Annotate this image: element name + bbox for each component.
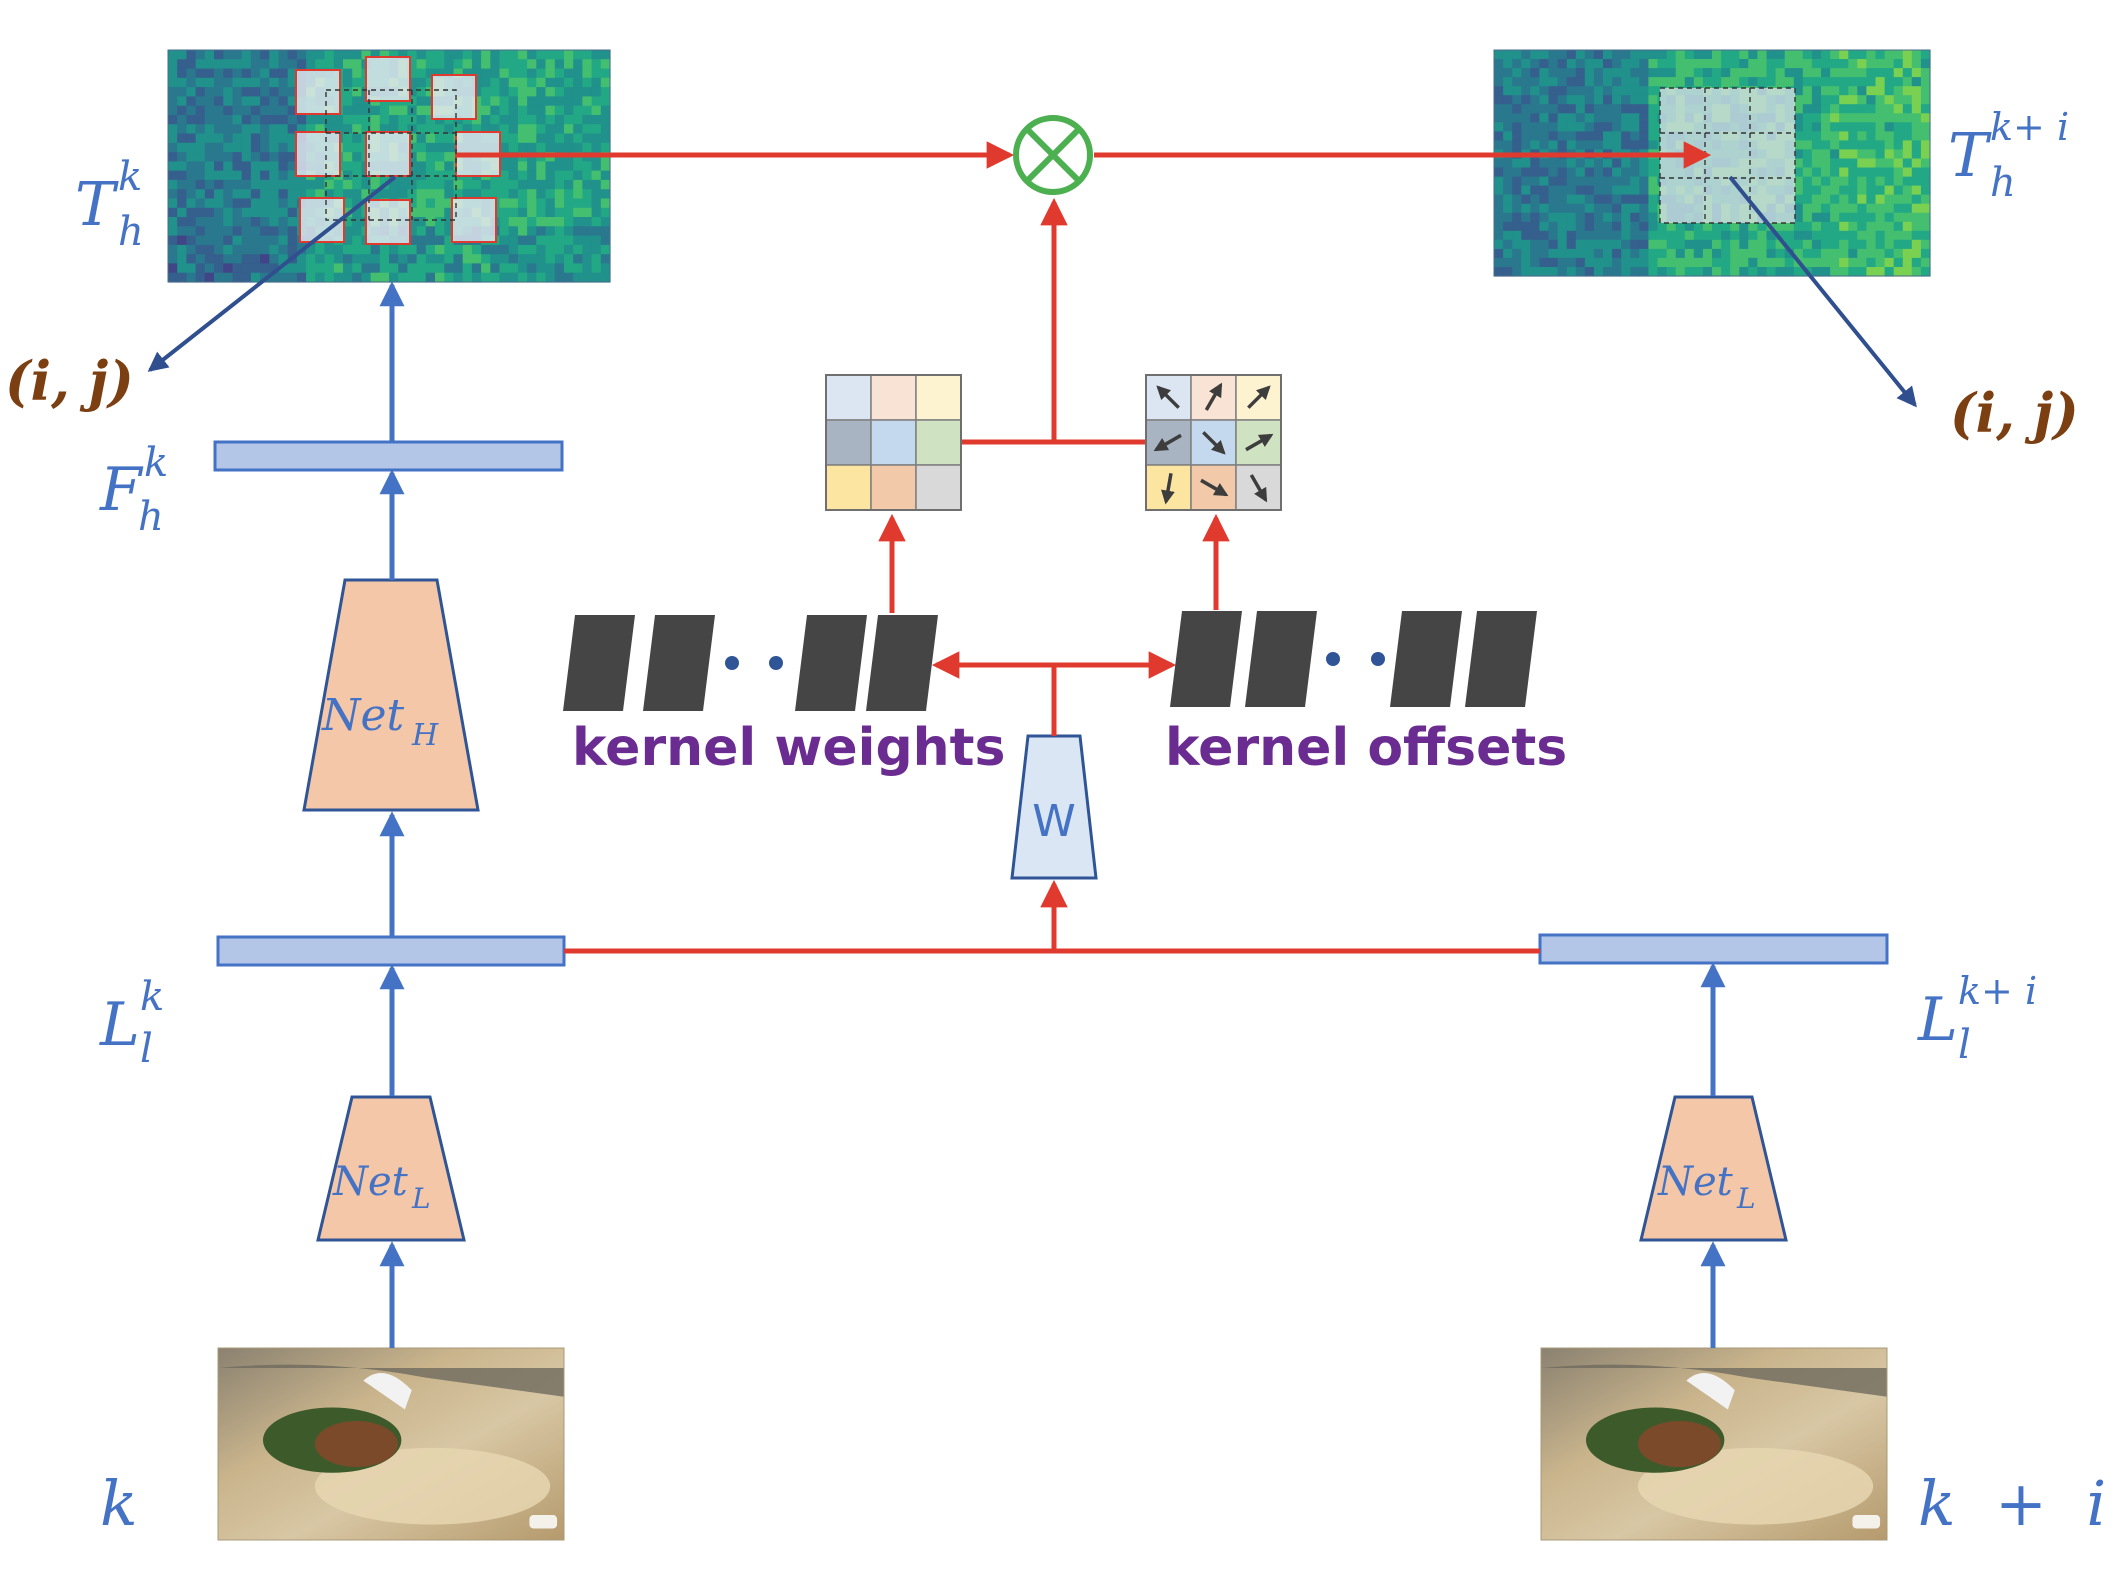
svg-text:h: h bbox=[138, 494, 164, 540]
svg-text:L: L bbox=[1736, 1182, 1756, 1215]
kernel-weights-label: kernel weights bbox=[572, 718, 1006, 778]
pointer-arrow-left bbox=[147, 175, 397, 372]
circled-times-icon bbox=[1013, 115, 1093, 195]
svg-text:L: L bbox=[99, 990, 140, 1060]
input-frame-k-plus-i bbox=[1540, 1347, 1888, 1541]
svg-text:k: k bbox=[140, 974, 164, 1020]
svg-text:l: l bbox=[140, 1026, 153, 1072]
svg-text:Net: Net bbox=[332, 1159, 409, 1205]
svg-text:Net: Net bbox=[1657, 1159, 1734, 1205]
kernel-weight-blocks bbox=[563, 615, 938, 711]
pointer-arrow-right bbox=[1728, 175, 1917, 408]
label-frame-k: k bbox=[100, 1467, 138, 1540]
svg-text:k: k bbox=[118, 154, 142, 200]
deformable-sampling-grid bbox=[295, 56, 501, 245]
label-t-k-plus-i: T h k+ i bbox=[1948, 105, 2069, 206]
label-frame-k-plus-i: k + i bbox=[1918, 1467, 2106, 1540]
label-ij-right: (i, j) bbox=[1950, 381, 2079, 445]
feature-bar-f-k bbox=[213, 440, 564, 472]
label-f-k: F h k bbox=[99, 440, 168, 540]
kernel-weight-grid bbox=[825, 374, 962, 511]
svg-text:k+ i: k+ i bbox=[1990, 105, 2069, 149]
svg-text:h: h bbox=[1990, 160, 2016, 206]
net-l-left-block: Net L bbox=[316, 1095, 466, 1242]
svg-text:h: h bbox=[118, 209, 144, 255]
label-ij-left: (i, j) bbox=[5, 349, 134, 413]
kernel-offset-blocks bbox=[1170, 611, 1537, 707]
svg-text:Net: Net bbox=[321, 690, 405, 741]
svg-text:L: L bbox=[1917, 985, 1958, 1055]
net-l-right-block: Net L bbox=[1639, 1095, 1788, 1242]
net-h-block: Net H bbox=[302, 578, 480, 812]
svg-text:L: L bbox=[411, 1182, 431, 1215]
w-block: W bbox=[1010, 734, 1098, 880]
input-frame-k bbox=[217, 1347, 565, 1541]
label-l-k: L l k bbox=[99, 974, 164, 1072]
svg-text:H: H bbox=[411, 718, 439, 753]
svg-text:T: T bbox=[75, 170, 119, 240]
kernel-offset-grid bbox=[1145, 374, 1282, 511]
svg-text:F: F bbox=[99, 455, 144, 525]
svg-text:W: W bbox=[1032, 796, 1076, 847]
svg-text:k: k bbox=[144, 440, 168, 486]
svg-text:l: l bbox=[1958, 1022, 1971, 1068]
svg-text:T: T bbox=[1948, 121, 1992, 191]
svg-text:k+ i: k+ i bbox=[1958, 969, 2037, 1013]
feature-bar-l-k-plus-i bbox=[1538, 933, 1889, 965]
label-t-k: T h k bbox=[75, 154, 144, 255]
feature-bar-l-k bbox=[216, 935, 566, 967]
label-l-k-plus-i: L l k+ i bbox=[1917, 969, 2037, 1068]
kernel-offsets-label: kernel offsets bbox=[1165, 718, 1567, 778]
